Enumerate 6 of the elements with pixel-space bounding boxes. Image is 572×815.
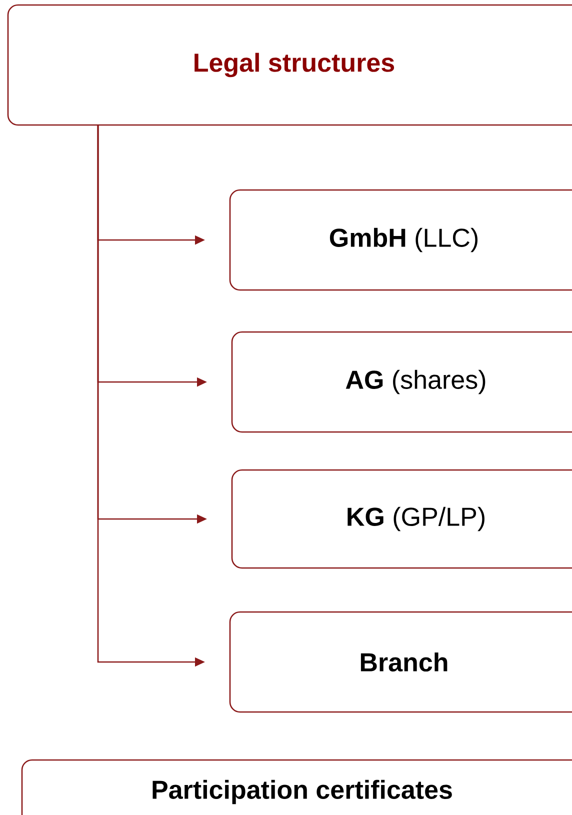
structure-box: GmbH (LLC) — [229, 189, 572, 291]
structure-box: AG (shares) — [231, 331, 572, 433]
structure-box: Branch — [229, 611, 572, 713]
structure-box: KG (GP/LP) — [231, 469, 572, 569]
structure-box: Participation certificates — [21, 759, 572, 815]
title-box: Legal structures — [7, 4, 572, 126]
